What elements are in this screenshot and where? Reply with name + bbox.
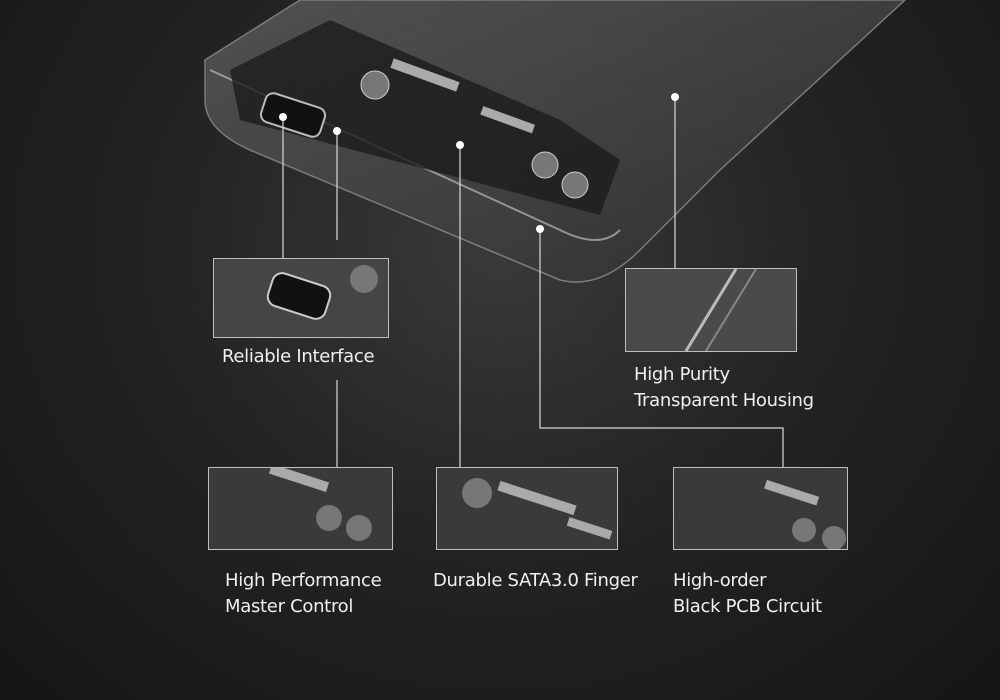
- capacitor: [360, 70, 390, 100]
- housing-detail-image: [625, 268, 797, 352]
- callout-lines: [282, 97, 784, 467]
- housing-line1: High Purity: [634, 364, 730, 385]
- housing-edge: [209, 69, 621, 241]
- callout-dots: [279, 93, 679, 233]
- master-control-line2: Master Control: [225, 596, 354, 617]
- master-control-detail-image: [208, 467, 393, 550]
- capacitor: [531, 151, 559, 179]
- pcb-detail-image: [673, 467, 848, 550]
- sata-pins: [390, 58, 536, 134]
- pcb-line1: High-order: [673, 570, 767, 591]
- capacitor: [561, 171, 589, 199]
- usb-port: [259, 92, 327, 138]
- sata-detail-image: [436, 467, 618, 550]
- interface-detail-image: [213, 258, 389, 338]
- pcb-board: [230, 20, 620, 215]
- pcb-line2: Black PCB Circuit: [673, 596, 822, 617]
- feature-label-master-control: High Performance Master Control: [225, 568, 382, 620]
- master-control-line1: High Performance: [225, 570, 382, 591]
- feature-label-interface: Reliable Interface: [222, 346, 375, 367]
- feature-label-pcb: High-order Black PCB Circuit: [673, 568, 822, 620]
- feature-label-housing: High Purity Transparent Housing: [634, 362, 814, 414]
- housing-line2: Transparent Housing: [634, 390, 814, 411]
- feature-label-sata: Durable SATA3.0 Finger: [433, 570, 638, 591]
